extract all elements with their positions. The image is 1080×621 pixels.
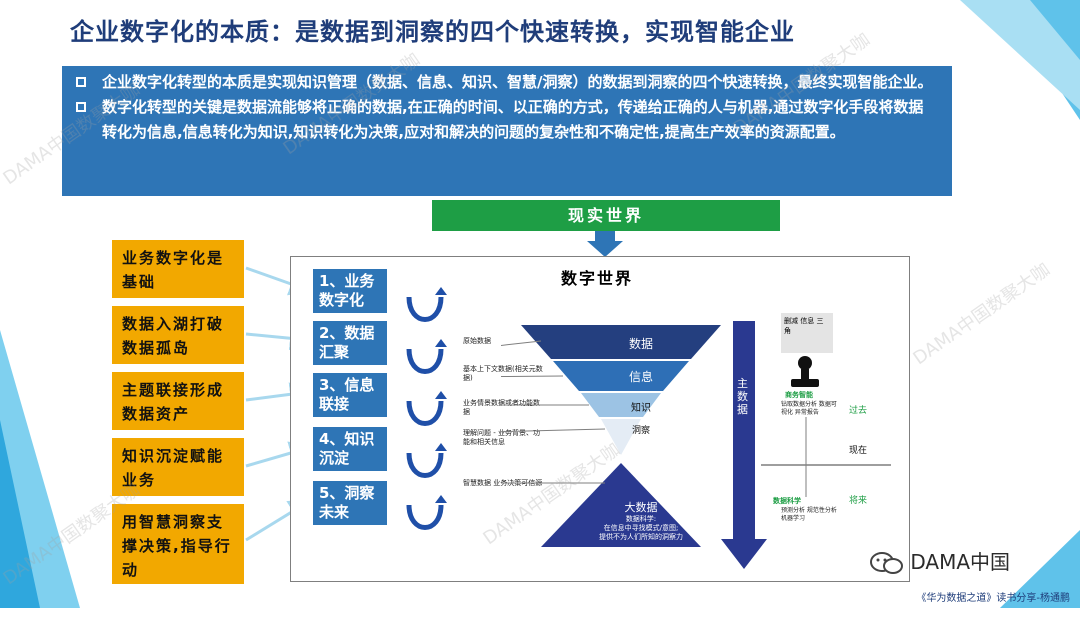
left-item-data-lake: 数据入湖打破数据孤岛 bbox=[112, 306, 244, 364]
pyramid-level-knowledge: 知识 bbox=[631, 403, 651, 414]
big-data-line: 在信息中寻找模式/意图; bbox=[603, 524, 679, 532]
left-item-topic-connection: 主题联接形成数据资产 bbox=[112, 372, 244, 430]
stage-1: 1、业务数字化 bbox=[313, 269, 387, 313]
bullet-text: 数字化转型的关键是数据流能够将正确的数据,在正确的时间、以正确的方式，传递给正确… bbox=[102, 98, 924, 141]
stage-2: 2、数据汇聚 bbox=[313, 321, 387, 365]
big-data-line: 数据科学: bbox=[625, 515, 657, 523]
label-context-data: 基本上下文数据(相关元数据) bbox=[463, 365, 543, 382]
left-item-knowledge: 知识沉淀赋能业务 bbox=[112, 438, 244, 496]
pyramid-level-data: 数据 bbox=[628, 337, 653, 351]
timeline-separator bbox=[761, 464, 891, 466]
pyramid-level-insight: 洞察 bbox=[631, 426, 650, 436]
wechat-logo: DAMA中国 bbox=[870, 546, 1010, 577]
wechat-icon bbox=[870, 551, 903, 574]
big-data-block: 大数据 数据科学: 在信息中寻找模式/意图; 提供不为人们所知的洞察力 bbox=[571, 499, 711, 542]
ds-description: 预测分析 规范性分析 机器学习 bbox=[781, 507, 837, 522]
bullet-item: 数字化转型的关键是数据流能够将正确的数据,在正确的时间、以正确的方式，传递给正确… bbox=[76, 95, 938, 145]
loop-arrows bbox=[406, 287, 447, 530]
right-info-box: 删减 信息 三角 bbox=[781, 313, 833, 353]
stage-5: 5、洞察未来 bbox=[313, 481, 387, 525]
real-world-banner: 现实世界 bbox=[432, 200, 780, 231]
label-scenario-data: 业务情景数据或者功能数据 bbox=[463, 399, 540, 416]
time-label-past: 过去 bbox=[849, 406, 868, 416]
main-data-arrow-icon bbox=[721, 321, 767, 569]
big-data-title: 大数据 bbox=[624, 501, 658, 514]
main-data-label: 主数据 bbox=[737, 377, 748, 416]
logo-text: DAMA中国 bbox=[910, 550, 1011, 574]
time-label-present: 现在 bbox=[849, 446, 868, 456]
knowledge-pyramid bbox=[501, 325, 721, 547]
stage-4: 4、知识沉淀 bbox=[313, 427, 387, 471]
checkbox-bullet-icon bbox=[76, 77, 86, 87]
pyramid-level-information: 信息 bbox=[628, 370, 653, 384]
bi-description: 钻取数据分析 数据可视化 异常报告 bbox=[781, 401, 837, 416]
page-title: 企业数字化的本质：是数据到洞察的四个快速转换，实现智能企业 bbox=[70, 18, 795, 46]
down-arrow-icon bbox=[587, 231, 623, 257]
vertical-connector bbox=[805, 417, 807, 497]
time-label-future: 将来 bbox=[849, 496, 868, 506]
footer-credit: 《华为数据之道》读书分享-杨通鹏 bbox=[916, 593, 1070, 604]
bi-label: 商务智能 bbox=[785, 391, 813, 399]
label-understand-problem: 理解问题 - 业务背景、功能和相关信息 bbox=[463, 429, 540, 446]
bullet-item: 企业数字化转型的本质是实现知识管理（数据、信息、知识、智慧/洞察）的数据到洞察的… bbox=[76, 70, 938, 95]
ds-label: 数据科学 bbox=[773, 497, 801, 505]
key-points-box: 企业数字化转型的本质是实现知识管理（数据、信息、知识、智慧/洞察）的数据到洞察的… bbox=[62, 66, 952, 196]
big-data-line: 提供不为人们所知的洞察力 bbox=[599, 533, 683, 541]
label-raw-data: 原始数据 bbox=[463, 337, 491, 345]
background-decoration bbox=[0, 0, 1080, 608]
left-item-insight: 用智慧洞察支撑决策,指导行动 bbox=[112, 504, 244, 584]
bullet-text: 企业数字化转型的本质是实现知识管理（数据、信息、知识、智慧/洞察）的数据到洞察的… bbox=[102, 73, 933, 91]
left-item-business-digitalization: 业务数字化是基础 bbox=[112, 240, 244, 298]
figure-title: 数字世界 bbox=[561, 269, 634, 288]
stage-3: 3、信息联接 bbox=[313, 373, 387, 417]
checkbox-bullet-icon bbox=[76, 102, 86, 112]
digital-world-figure: 数字世界 1、业务数字化 2、数据汇聚 3、信息联接 4、知识沉淀 5、洞察未来… bbox=[290, 256, 910, 582]
stamp-icon bbox=[791, 356, 819, 387]
